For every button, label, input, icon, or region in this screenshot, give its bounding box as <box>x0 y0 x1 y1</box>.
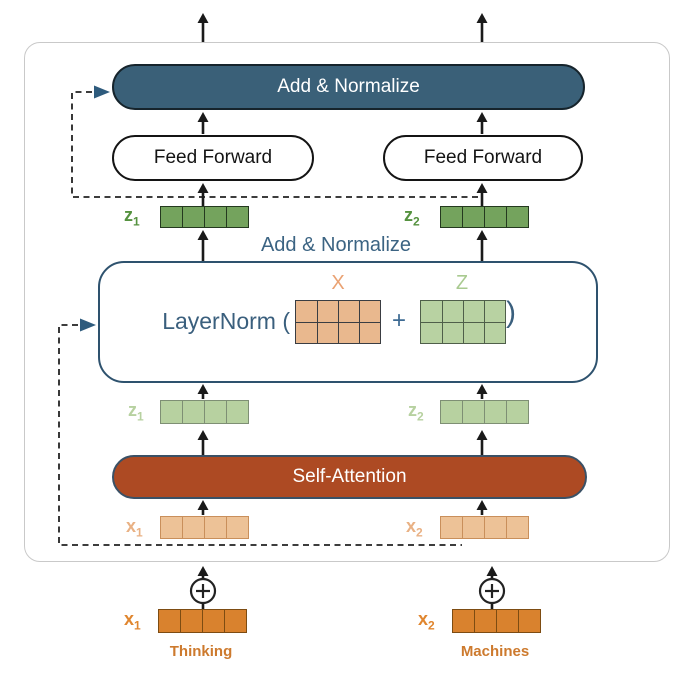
feed-forward-left-block: Feed Forward <box>112 135 314 181</box>
positional-add-right-icon <box>478 577 506 605</box>
plus-operator: + <box>391 307 406 334</box>
vector-cell <box>518 610 540 632</box>
vector-cell <box>161 517 182 538</box>
input-word-thinking: Thinking <box>169 643 233 660</box>
feed-forward-right-label: Feed Forward <box>423 147 543 168</box>
add-normalize-top-label: Add & Normalize <box>277 76 420 97</box>
vector-cell <box>506 207 528 227</box>
vector-cell <box>484 322 505 343</box>
vector-cell <box>463 322 484 343</box>
input-word-machines: Machines <box>460 643 530 660</box>
matrix-x <box>295 300 381 344</box>
vector-cell <box>421 322 442 343</box>
vector-cell <box>180 610 202 632</box>
arrow-input1-to-encoder <box>197 566 209 609</box>
vector-z2-out <box>440 206 529 228</box>
add-normalize-mid-label: Add & Normalize <box>260 234 412 256</box>
vector-cell <box>453 610 474 632</box>
matrix-z-label: Z <box>455 272 469 294</box>
vector-cell <box>484 301 505 322</box>
label-x2-input: x2 <box>418 609 435 633</box>
vector-cell <box>484 517 506 538</box>
vector-cell <box>226 401 248 423</box>
vector-x2-input <box>452 609 541 633</box>
vector-cell <box>182 517 204 538</box>
vector-cell <box>204 401 226 423</box>
vector-cell <box>506 401 528 423</box>
self-attention-label: Self-Attention <box>292 466 407 487</box>
vector-cell <box>159 610 180 632</box>
vector-cell <box>442 301 463 322</box>
vector-cell <box>182 401 204 423</box>
arrow-input2-to-encoder <box>486 566 498 609</box>
label-x1-embed: x1 <box>126 516 143 540</box>
arrow-out-right <box>476 13 488 42</box>
feed-forward-left-label: Feed Forward <box>153 147 273 168</box>
vector-cell <box>462 401 484 423</box>
vector-cell <box>506 517 528 538</box>
vector-cell <box>441 517 462 538</box>
vector-x1-input <box>158 609 247 633</box>
vector-z1-out <box>160 206 249 228</box>
vector-cell <box>359 322 380 343</box>
arrow-out-left <box>197 13 209 42</box>
vector-x1-embed <box>160 516 249 539</box>
label-z2-attn: z2 <box>408 400 424 424</box>
vector-cell <box>462 517 484 538</box>
layernorm-close-paren: ) <box>506 296 516 329</box>
add-normalize-top-block: Add & Normalize <box>112 64 585 110</box>
layernorm-formula-prefix: LayerNorm ( <box>162 308 290 334</box>
vector-cell <box>226 207 248 227</box>
label-x1-input: x1 <box>124 609 141 633</box>
label-z1-out: z1 <box>124 205 140 229</box>
vector-cell <box>224 610 246 632</box>
vector-cell <box>161 207 182 227</box>
label-z2-out: z2 <box>404 205 420 229</box>
vector-cell <box>296 301 317 322</box>
label-z1-attn: z1 <box>128 400 144 424</box>
vector-cell <box>204 207 226 227</box>
label-x2-embed: x2 <box>406 516 423 540</box>
vector-cell <box>317 301 338 322</box>
matrix-z <box>420 300 506 344</box>
vector-z2-attn <box>440 400 529 424</box>
vector-cell <box>442 322 463 343</box>
vector-cell <box>182 207 204 227</box>
feed-forward-right-block: Feed Forward <box>383 135 583 181</box>
vector-cell <box>474 610 496 632</box>
vector-cell <box>359 301 380 322</box>
vector-cell <box>484 207 506 227</box>
vector-cell <box>441 207 462 227</box>
matrix-x-label: X <box>331 272 345 294</box>
vector-cell <box>338 301 359 322</box>
vector-cell <box>338 322 359 343</box>
vector-cell <box>463 301 484 322</box>
vector-cell <box>204 517 226 538</box>
vector-cell <box>421 301 442 322</box>
vector-cell <box>496 610 518 632</box>
vector-cell <box>317 322 338 343</box>
self-attention-block: Self-Attention <box>112 455 587 499</box>
vector-cell <box>441 401 462 423</box>
positional-add-left-icon <box>189 577 217 605</box>
vector-cell <box>462 207 484 227</box>
vector-x2-embed <box>440 516 529 539</box>
vector-cell <box>296 322 317 343</box>
vector-cell <box>202 610 224 632</box>
vector-cell <box>226 517 248 538</box>
vector-z1-attn <box>160 400 249 424</box>
vector-cell <box>484 401 506 423</box>
vector-cell <box>161 401 182 423</box>
